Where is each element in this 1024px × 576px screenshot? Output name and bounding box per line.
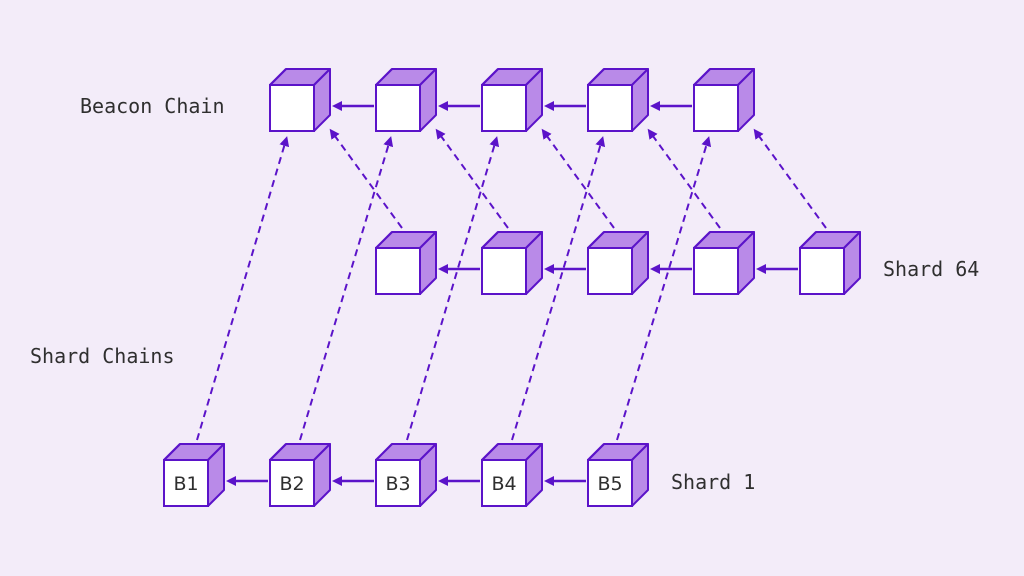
shard64-block: [375, 231, 437, 295]
beacon-block: [481, 68, 543, 132]
cube-front-face: [481, 459, 527, 507]
cross-links: [196, 128, 827, 441]
shard64-block: [587, 231, 649, 295]
cube-front-face: [375, 247, 421, 295]
shard1-block-4: B4: [481, 443, 543, 507]
cube-front-face: [375, 459, 421, 507]
cube-front-face: [693, 247, 739, 295]
beacon-link-arrow: [435, 128, 509, 229]
shard1-block-3: B3: [375, 443, 437, 507]
cube-front-face: [587, 459, 633, 507]
cube-front-face: [587, 247, 633, 295]
cube-front-face: [481, 84, 527, 132]
block-label: B4: [491, 473, 516, 495]
beacon-block: [693, 68, 755, 132]
shard-64-label: Shard 64: [883, 257, 979, 281]
cube-front-face: [799, 247, 845, 295]
beacon-link-arrow: [647, 128, 721, 229]
chain-links: [226, 101, 798, 486]
beacon-chain-label: Beacon Chain: [80, 94, 225, 118]
cube-front-face: [481, 247, 527, 295]
block-label: B1: [173, 473, 198, 495]
cube-front-face: [375, 84, 421, 132]
shard64-block: [799, 231, 861, 295]
shard1-block-2: B2: [269, 443, 331, 507]
cube-front-face: [587, 84, 633, 132]
cube-front-face: [163, 459, 209, 507]
blocks: B1 B2 B3 B4 B5: [163, 68, 861, 507]
beacon-link-arrow: [406, 136, 500, 441]
beacon-link-arrow: [753, 128, 827, 229]
block-label: B3: [385, 473, 410, 495]
beacon-link-arrow: [616, 136, 712, 441]
block-label: B2: [279, 473, 304, 495]
cube-front-face: [269, 84, 315, 132]
cube-front-face: [693, 84, 739, 132]
beacon-link-arrow: [511, 136, 606, 441]
beacon-block: [587, 68, 649, 132]
shard64-block: [481, 231, 543, 295]
beacon-link-arrow: [196, 136, 290, 441]
shard-1-label: Shard 1: [671, 470, 755, 494]
cube-front-face: [269, 459, 315, 507]
shard64-block: [693, 231, 755, 295]
beacon-block: [269, 68, 331, 132]
shard-chains-label: Shard Chains: [30, 344, 175, 368]
beacon-link-arrow: [299, 136, 394, 441]
beacon-block: [375, 68, 437, 132]
beacon-link-arrow: [541, 128, 615, 229]
shard1-block-1: B1: [163, 443, 225, 507]
beacon-link-arrow: [329, 128, 403, 229]
block-label: B5: [597, 473, 622, 495]
shard1-block-5: B5: [587, 443, 649, 507]
